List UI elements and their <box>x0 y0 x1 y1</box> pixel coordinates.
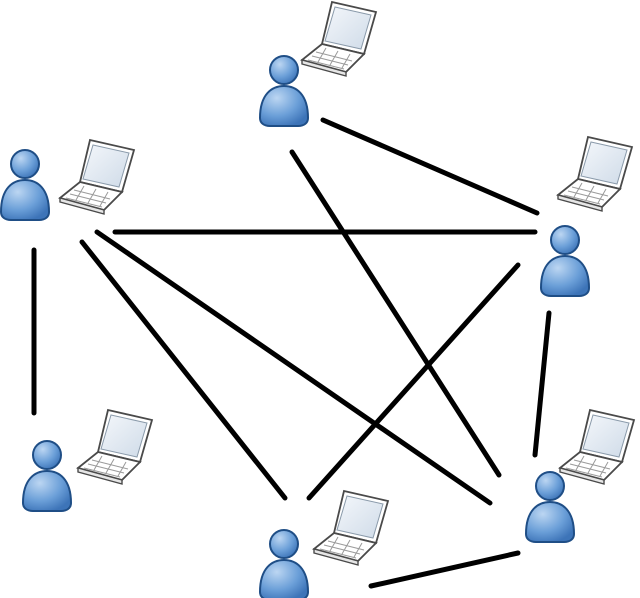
laptop-icon <box>557 136 633 212</box>
user-icon <box>259 529 309 598</box>
node-bottom-center <box>259 490 389 598</box>
connections <box>31 117 552 589</box>
user-icon <box>259 55 309 127</box>
laptop-icon <box>559 409 635 485</box>
node-bottom-left <box>22 409 153 512</box>
connection-top-bottom-right <box>289 149 502 478</box>
laptop-icon <box>301 1 377 77</box>
connection-left-bottom-center <box>79 239 288 501</box>
connection-right-bottom-center <box>306 262 521 501</box>
node-left <box>0 139 135 221</box>
laptop-icon <box>77 409 153 485</box>
laptop-icon <box>313 490 389 566</box>
connection-top-right <box>320 117 540 216</box>
node-bottom-right <box>525 409 635 543</box>
laptop-icon <box>59 139 135 215</box>
user-icon <box>22 440 72 512</box>
connection-left-bottom-right <box>94 229 493 506</box>
user-icon <box>525 471 575 543</box>
user-icon <box>540 225 590 297</box>
user-icon <box>0 149 50 221</box>
connection-bottom-center-bottom-right <box>368 550 521 589</box>
node-top <box>259 1 377 127</box>
connection-right-bottom-right <box>532 310 552 458</box>
node-right <box>540 136 633 297</box>
